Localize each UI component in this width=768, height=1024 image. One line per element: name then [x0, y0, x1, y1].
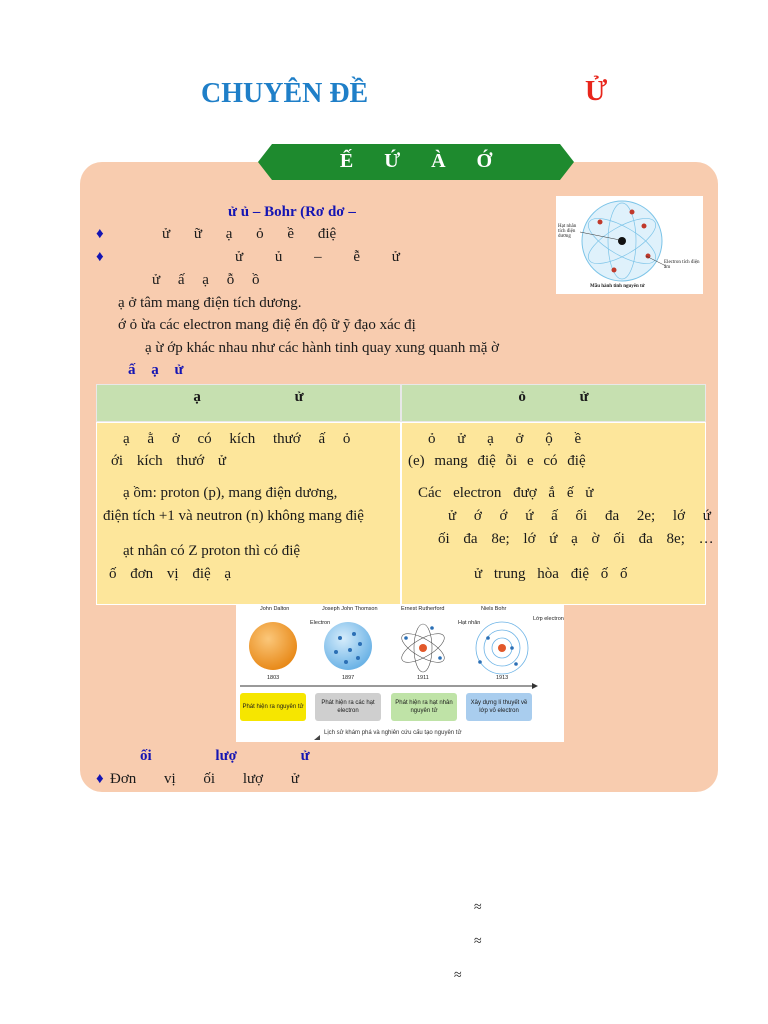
text-line-4: ạ ở tâm mang điện tích dương.: [118, 295, 302, 311]
table-text: (e) mang điệ ỗi e có điệ: [408, 453, 586, 469]
table-text: ạ ồm: proton (p), mang điện dương,: [123, 485, 338, 501]
table-text: ạ ằ ở có kích thướ ấ ỏ: [123, 431, 351, 447]
scientist-name: Niels Bohr: [481, 606, 507, 612]
atom-model-illustration: [579, 200, 667, 282]
table-text: ối đa 8e; lớ ứ ạ ờ ối đa 8e; …: [438, 531, 714, 547]
ribbon-title: Ế Ứ À Ớ: [339, 150, 493, 172]
page-title-suffix: Ử: [585, 76, 608, 107]
bullet-text-2: ử ủ – ễ ử: [235, 249, 400, 265]
atom-models-illustration: [240, 621, 538, 740]
timeline-box: Xây dựng lí thuyết về lớp vỏ electron: [466, 693, 532, 721]
table-text: ố đơn vị điệ ạ: [109, 566, 232, 582]
bullet-text-3: Đơn vị ối lượ ử: [110, 771, 299, 787]
bullet-icon: ♦: [96, 771, 104, 787]
timeline-box: Phát hiện ra các hạt electron: [315, 693, 381, 721]
timeline-box: Phát hiện ra hạt nhân nguyên tử: [391, 693, 457, 721]
electron-label: Electron: [310, 620, 331, 626]
bullet-text-1: ử ữ ạ ỏ ề điệ: [162, 226, 337, 242]
nucleus-label: Hạt nhân: [458, 620, 481, 626]
text-line-7: ấ ạ ử: [128, 362, 184, 378]
table-text: ử ớ ớ ứ ấ ối đa 2e; lớ ứ: [448, 508, 711, 524]
bullet-icon: ♦: [96, 226, 104, 242]
section-ribbon: Ế Ứ À Ớ: [258, 144, 574, 180]
text-line-5: ớ ỏ ừa các electron mang điệ ển độ ữ ỹ đ…: [118, 317, 416, 333]
table-text: ạt nhân có Z proton thì có điệ: [123, 543, 301, 559]
bullet-icon: ♦: [96, 249, 104, 265]
scientist-name: Ernest Rutherford: [401, 606, 445, 612]
table-cell-shell: ỏ ử ạ ở ộ ề (e) mang điệ ỗi e có điệ Các…: [401, 422, 714, 605]
table-header-label: ỏ ử: [518, 389, 589, 405]
year-label: 1897: [342, 675, 355, 681]
table-text: ới kích thướ ử: [111, 453, 227, 469]
scientist-name: John Dalton: [260, 606, 290, 612]
table-text: Các electron đượ ắ ế ử: [418, 485, 594, 501]
nucleus-label: Hạt nhân tích điện dương: [558, 224, 577, 239]
section-heading: ử ủ – Bohr (Rơ dơ –: [228, 204, 356, 220]
approx-symbol: ≈: [474, 934, 482, 949]
atom-history-figure: John Dalton Joseph John Thomson Ernest R…: [236, 604, 564, 742]
year-label: 1803: [267, 675, 280, 681]
electron-label: Electron tích điện âm: [664, 260, 700, 270]
year-label: 1913: [496, 675, 509, 681]
timeline-box: Phát hiện ra nguyên tử: [240, 693, 306, 721]
table-cell-nucleus: ạ ằ ở có kích thướ ấ ỏ ới kích thướ ử ạ …: [96, 422, 401, 605]
table-text: ử trung hòa điệ ố ố: [474, 566, 628, 582]
table-header-label: ạ ử: [193, 389, 304, 405]
table-header-shell: ỏ ử: [401, 384, 706, 422]
scientist-name: Joseph John Thomson: [322, 606, 378, 612]
atom-model-figure: Hạt nhân tích điện dương Electron tích đ…: [556, 196, 703, 294]
table-text: ỏ ử ạ ở ộ ề: [428, 431, 582, 447]
text-line-6: ạ ừ ớp khác nhau như các hành tinh quay …: [145, 340, 500, 356]
year-label: 1911: [417, 675, 429, 681]
comparison-table: ạ ử ỏ ử ạ ằ ở có kích thướ ấ ỏ ới kích t…: [96, 384, 714, 605]
ribbon-shape: [258, 144, 574, 180]
approx-symbol: ≈: [474, 900, 482, 915]
approx-symbol: ≈: [454, 968, 462, 983]
section-heading-2: ối lượ ử: [140, 748, 310, 764]
text-line-3: ử ấ ạ ỗ ồ: [152, 272, 260, 288]
shell-label: Lớp electron: [533, 616, 564, 622]
table-header-nucleus: ạ ử: [96, 384, 401, 422]
figure-caption: Lịch sử khám phá và nghiên cứu cấu tạo n…: [324, 730, 462, 736]
figure-caption: Mẫu hành tinh nguyên tử: [590, 284, 645, 289]
page-title: CHUYÊN ĐỀ: [201, 78, 369, 109]
table-text: điện tích +1 và neutron (n) không mang đ…: [103, 508, 364, 524]
